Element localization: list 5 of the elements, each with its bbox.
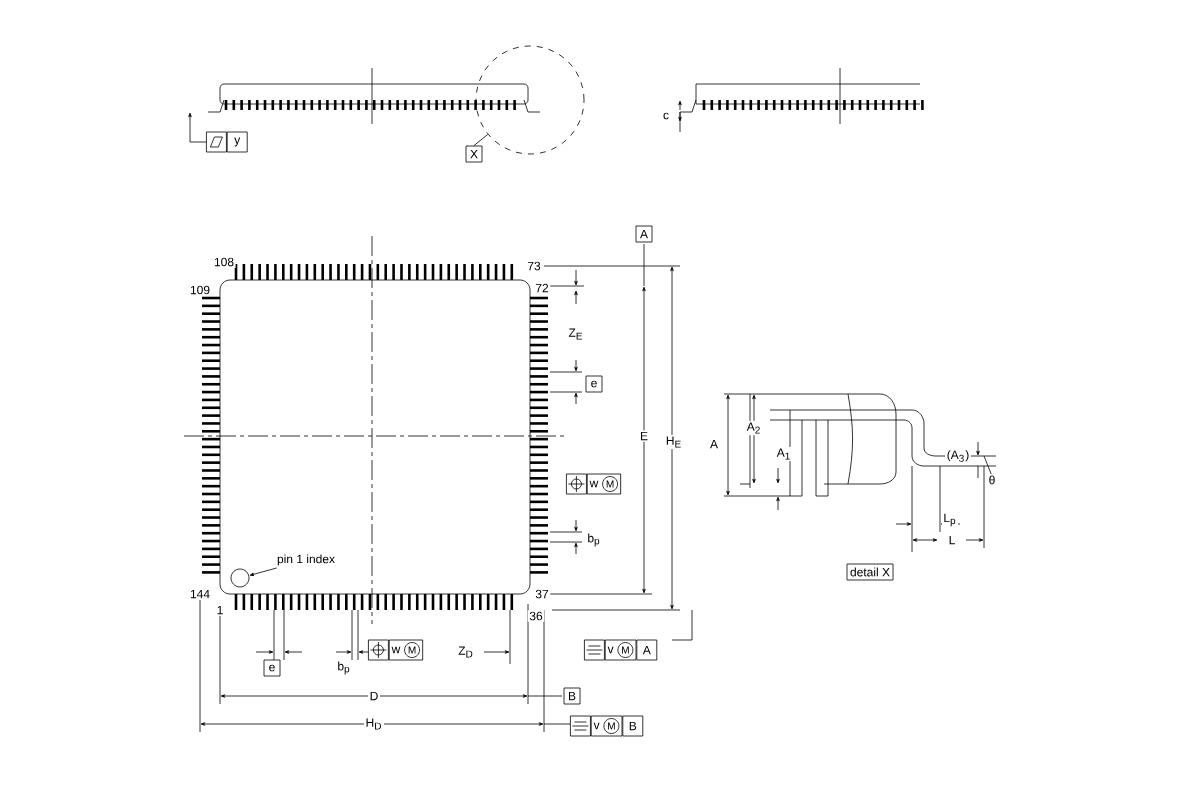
detail-circle [475, 45, 585, 155]
pin-marker [230, 568, 250, 588]
leader-line [473, 133, 489, 146]
package-body [219, 279, 531, 595]
leader-line [249, 567, 278, 576]
